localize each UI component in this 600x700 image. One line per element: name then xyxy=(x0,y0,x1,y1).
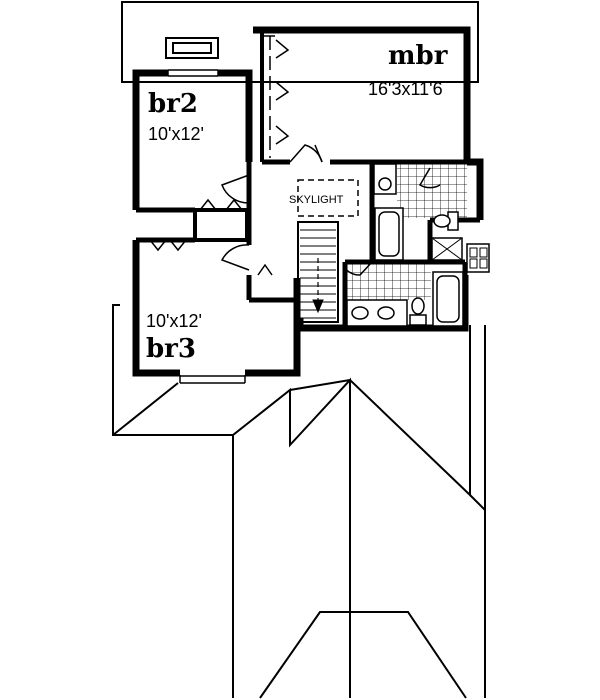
br2-name: br2 xyxy=(148,89,198,119)
toilet-icon xyxy=(433,211,459,231)
bottom-hip xyxy=(259,611,467,699)
mbr-name: mbr xyxy=(388,41,448,71)
skylight-label: SKYLIGHT xyxy=(289,194,344,206)
skylight: SKYLIGHT xyxy=(289,179,359,217)
br3-name: br3 xyxy=(146,334,196,364)
roof-window xyxy=(165,37,219,59)
front-roof-ridge xyxy=(349,325,471,498)
vanity xyxy=(346,299,408,327)
toilet-icon xyxy=(409,297,427,326)
windows xyxy=(167,69,246,384)
bathtub xyxy=(432,271,464,327)
br3-dims: 10'x12' xyxy=(146,311,202,331)
left-lower-roof xyxy=(112,304,351,448)
hall-bath xyxy=(346,264,464,327)
mbr-dims: 16'3x11'6 xyxy=(368,79,443,99)
roof-lines xyxy=(112,1,486,699)
mbr-closet xyxy=(262,35,290,158)
br2-dims: 10'x12' xyxy=(148,124,204,144)
upper-roof xyxy=(121,1,479,83)
master-bath xyxy=(373,163,490,273)
stair xyxy=(297,221,339,323)
